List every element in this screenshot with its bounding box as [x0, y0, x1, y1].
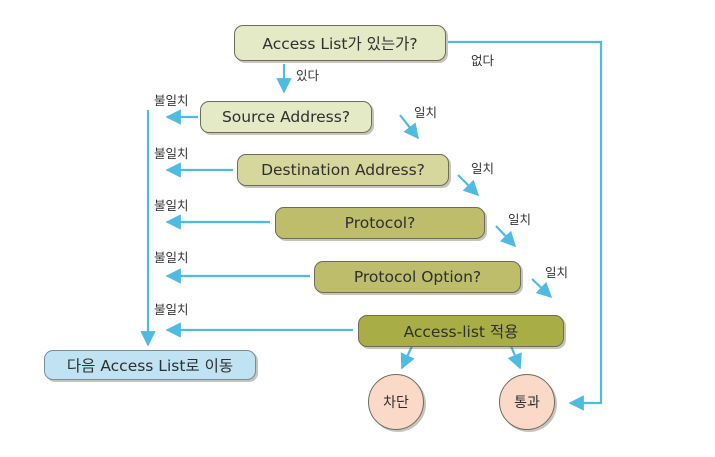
label-match-2: 일치 [471, 161, 495, 176]
acl-exists-box: Access List가 있는가? [234, 25, 446, 61]
label-match-3: 일치 [508, 212, 532, 227]
access-list-apply-box: Access-list 적용 [358, 315, 564, 347]
label-match-4: 일치 [545, 265, 569, 280]
label-mismatch-2: 불일치 [154, 146, 189, 161]
arrow-to-deny [400, 345, 415, 370]
label-mismatch-1: 불일치 [154, 93, 189, 108]
source-address-box: Source Address? [200, 101, 372, 133]
arrow-match-4 [531, 278, 553, 299]
arrow-no [448, 40, 603, 411]
next-access-list-box: 다음 Access List로 이동 [44, 350, 256, 380]
protocol-box: Protocol? [275, 207, 485, 239]
arrow-match-2 [457, 174, 480, 197]
permit-circle: 통과 [499, 374, 555, 430]
protocol-option-box: Protocol Option? [314, 261, 521, 293]
label-mismatch-4: 불일치 [154, 250, 189, 265]
arrow-to-permit [507, 345, 522, 370]
label-mismatch-5: 불일치 [154, 302, 189, 317]
label-match-1: 일치 [414, 105, 438, 120]
label-yes: 있다 [296, 68, 320, 83]
label-mismatch-3: 불일치 [154, 198, 189, 213]
label-no: 없다 [471, 53, 495, 68]
arrow-match-3 [495, 225, 517, 248]
deny-circle: 차단 [368, 374, 424, 430]
destination-address-box: Destination Address? [237, 154, 449, 186]
arrow-match-1 [399, 114, 419, 140]
